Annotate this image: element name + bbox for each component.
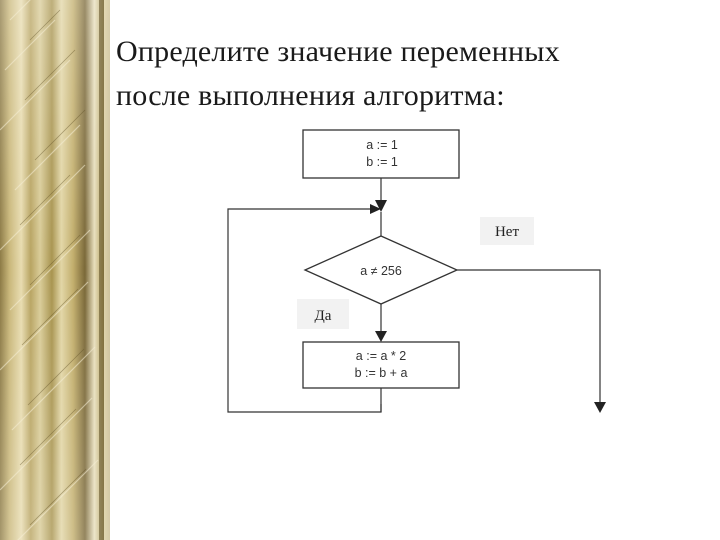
yes-label-bg <box>297 299 349 329</box>
no-label: Нет <box>495 224 519 240</box>
init-line-b: b := 1 <box>366 155 398 169</box>
loop-line-b: b := b + a <box>355 366 408 380</box>
init-block <box>302 129 460 179</box>
title-line-1: Определите значение переменных <box>116 35 560 68</box>
condition-text: a ≠ 256 <box>360 264 402 278</box>
no-branch-arrow <box>594 402 606 413</box>
title-line-2: после выполнения алгоритма: <box>116 79 505 112</box>
decorative-border <box>0 0 118 540</box>
no-branch-line <box>457 269 601 402</box>
init-line-a: a := 1 <box>366 138 398 152</box>
loop-body-block <box>302 341 460 389</box>
loop-line-a: a := a * 2 <box>356 349 406 363</box>
loop-back-arrow <box>370 204 381 214</box>
arrow-into-loop <box>375 200 387 212</box>
yes-label: Да <box>315 308 332 324</box>
no-label-bg <box>480 217 534 245</box>
slide-title: Определите значение переменных после вып… <box>116 30 706 118</box>
yes-branch-arrow <box>375 331 387 342</box>
